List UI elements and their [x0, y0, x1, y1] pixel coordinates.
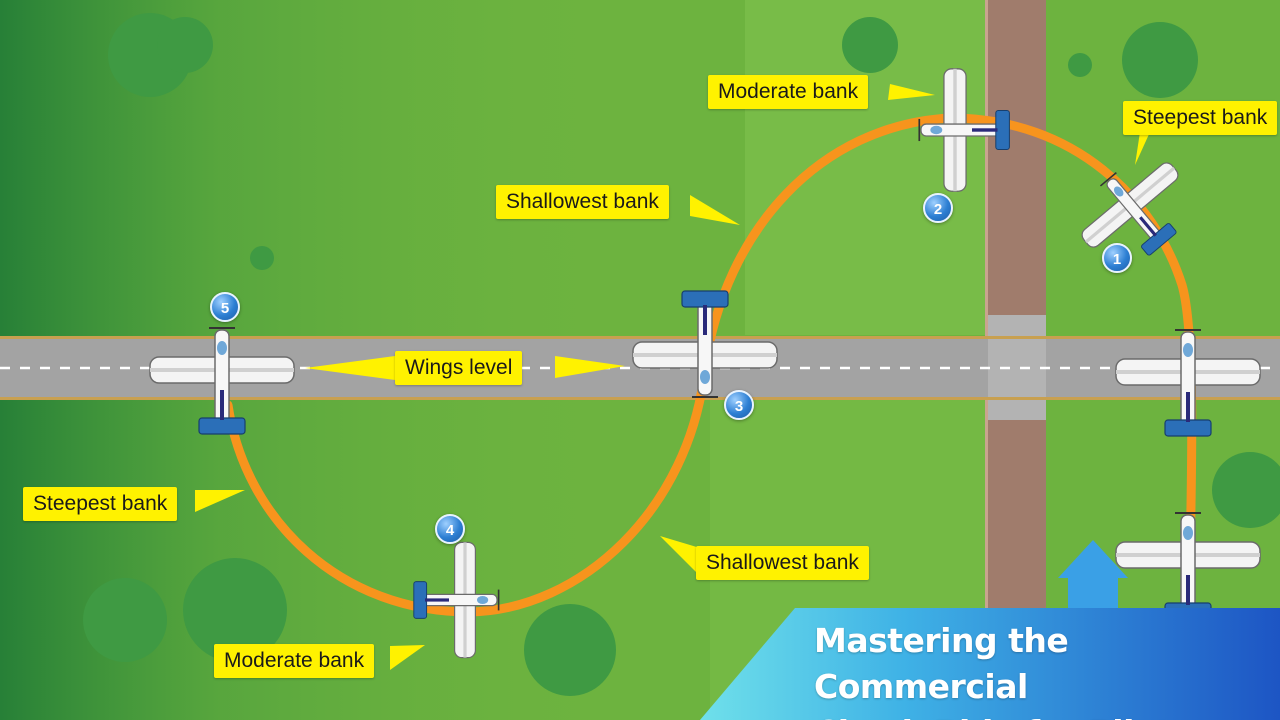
trees — [83, 13, 1280, 696]
callout-pointer-moderate-top — [888, 84, 935, 100]
intersection — [988, 315, 1046, 420]
callout-pointer-steepest-right — [1135, 132, 1150, 165]
label-steepest-bank-right: Steepest bank — [1123, 101, 1278, 135]
banner-title: Mastering the Commercial Check Ride for … — [814, 618, 1274, 720]
callout-pointer-steepest-left — [195, 490, 245, 512]
callout-pointer-wings-level — [305, 356, 395, 380]
callout-pointer-shallowest-lower — [660, 536, 700, 576]
callout-pointer-wings-level-right — [555, 356, 625, 378]
position-marker-4: 4 — [435, 514, 465, 544]
label-moderate-bank-bottom: Moderate bank — [214, 644, 375, 678]
callout-pointer-moderate-bottom — [390, 645, 425, 670]
label-wings-level: Wings level — [395, 351, 523, 385]
callout-pointer-shallowest-upper — [690, 195, 740, 225]
position-marker-1: 1 — [1102, 243, 1132, 273]
label-shallowest-bank-upper: Shallowest bank — [496, 185, 669, 219]
label-steepest-bank-left: Steepest bank — [23, 487, 178, 521]
runway-edge-bottom — [0, 397, 1280, 400]
position-marker-3: 3 — [724, 390, 754, 420]
position-marker-5: 5 — [210, 292, 240, 322]
label-moderate-bank-top: Moderate bank — [708, 75, 869, 109]
position-marker-2: 2 — [923, 193, 953, 223]
banner-title-line-2: Check Ride for Pilots — [814, 710, 1274, 720]
start-arrow — [1058, 540, 1128, 610]
label-shallowest-bank-lower: Shallowest bank — [696, 546, 869, 580]
banner-title-line-1: Mastering the Commercial — [814, 621, 1069, 706]
title-banner — [700, 608, 1280, 720]
runway-edge-top — [0, 336, 1280, 339]
